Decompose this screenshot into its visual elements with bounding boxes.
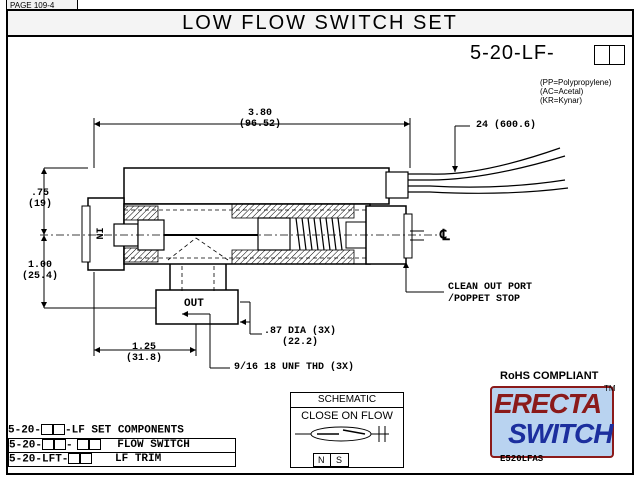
outlet-offset-dim: 1.25(31.8) xyxy=(125,342,162,364)
part-number-box-2 xyxy=(609,45,625,65)
clean-out-label: CLEAN OUT PORT/POPPET STOP xyxy=(448,282,533,305)
dia-dim: .87 DIA (3X)(22.2) xyxy=(264,326,337,348)
rohs-label: RoHS COMPLIANT xyxy=(500,370,599,382)
material-ac: (AC=Acetal) xyxy=(540,87,584,96)
reed-switch-symbol xyxy=(295,426,389,442)
outlet-label: OUT xyxy=(184,298,204,310)
components-row-set: 5-20--LF SET COMPONENTS xyxy=(8,424,184,437)
length-dim: 3.80(96.52) xyxy=(238,108,281,130)
thread-dim: 9/16 18 UNF THD (3X) xyxy=(234,362,355,373)
components-table: 5-20--LF SET COMPONENTS 5-20-- FLOW SWIT… xyxy=(8,424,240,468)
schematic-box: SCHEMATIC CLOSE ON FLOW N S xyxy=(290,392,404,468)
schematic-title: SCHEMATIC xyxy=(291,393,403,408)
page-title: LOW FLOW SWITCH SET xyxy=(6,9,634,37)
components-row-switch: 5-20-- FLOW SWITCH xyxy=(8,438,236,453)
logo-line1: ERECTA xyxy=(494,388,602,419)
drawing-frame xyxy=(6,37,634,475)
material-pp: (PP=Polypropylene) xyxy=(540,78,612,87)
lead-dim: 24 (600.6) xyxy=(476,120,537,131)
drawing-code: E520LFAS xyxy=(500,454,544,464)
centerline-label: ℄ xyxy=(440,227,450,244)
erecta-switch-logo: ERECTA SWITCH TM E520LFAS xyxy=(484,382,624,466)
schematic-subtitle: CLOSE ON FLOW xyxy=(301,410,393,422)
inlet-label: IN xyxy=(92,227,104,240)
components-row-trim: 5-20-LFT- LF TRIM xyxy=(8,452,236,467)
upper-dim: .75(19) xyxy=(27,188,52,210)
part-number: 5-20-LF- xyxy=(470,42,555,64)
material-kr: (KR=Kynar) xyxy=(540,96,583,105)
logo-tm: TM xyxy=(604,384,616,393)
logo-line2: SWITCH xyxy=(508,418,613,449)
lower-dim: 1.00(25.4) xyxy=(21,260,58,282)
magnet-ns: N S xyxy=(313,453,349,467)
